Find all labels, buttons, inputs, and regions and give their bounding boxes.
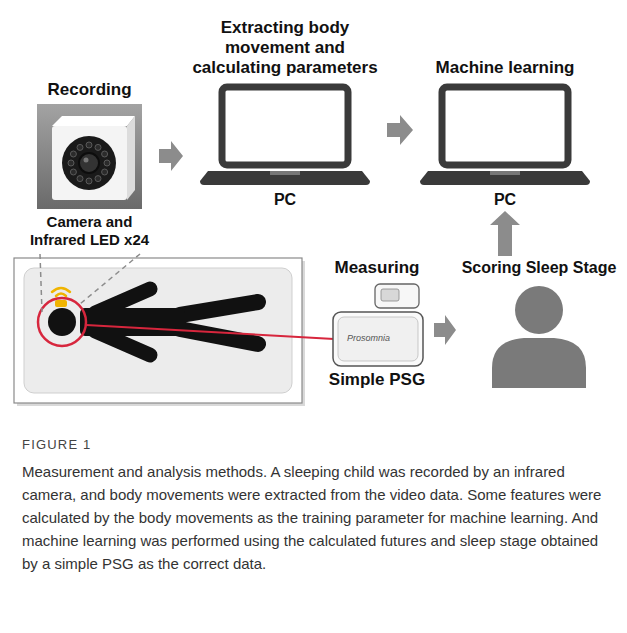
device-label: Simple PSG [322, 370, 432, 390]
zoom-lines [40, 254, 140, 312]
child-figure [48, 289, 258, 355]
block-arrow [490, 211, 520, 256]
laptop-icon [200, 82, 370, 187]
psg-node: Measuring Simple PSG [322, 258, 432, 390]
illustration-slot [185, 82, 385, 187]
scorer-node: Scoring Sleep Stage [458, 258, 620, 390]
step-heading: Scoring Sleep Stage [458, 258, 620, 278]
camera-highlight [38, 298, 86, 346]
illustration-slot [458, 282, 620, 390]
pc-node: Extracting body movement and calculating… [185, 18, 385, 209]
illustration-slot [322, 282, 432, 370]
step-heading: Measuring [322, 258, 432, 278]
block-arrow [387, 115, 413, 145]
block-arrow [159, 141, 183, 171]
block-arrow [434, 315, 456, 345]
sensor-wire [86, 325, 334, 339]
bed [24, 268, 292, 393]
device-label: PC [415, 191, 595, 209]
figure-number: FIGURE 1 [22, 437, 92, 453]
device-label: PC [185, 191, 385, 209]
illustration-slot [22, 104, 157, 209]
inset-scene [14, 258, 334, 406]
illustration-slot [415, 82, 595, 187]
inset-frame [14, 258, 302, 403]
step-heading: Machine learning [415, 58, 595, 78]
device-brand: Prosomnia [347, 333, 390, 344]
device-label: Camera and Infrared LED x24 [22, 213, 157, 249]
camera-photo [37, 104, 142, 209]
person-icon [484, 282, 594, 390]
inset-shadow [17, 261, 305, 406]
step-heading: Extracting body movement and calculating… [185, 18, 385, 78]
figure-caption: Measurement and analysis methods. A slee… [22, 460, 607, 575]
psg-device [327, 282, 427, 370]
camera-node: Recording Camera and Infrared LED x24 [22, 80, 157, 249]
laptop-icon [420, 82, 590, 187]
step-heading: Recording [22, 80, 157, 100]
pc-node: Machine learning PC [415, 58, 595, 209]
